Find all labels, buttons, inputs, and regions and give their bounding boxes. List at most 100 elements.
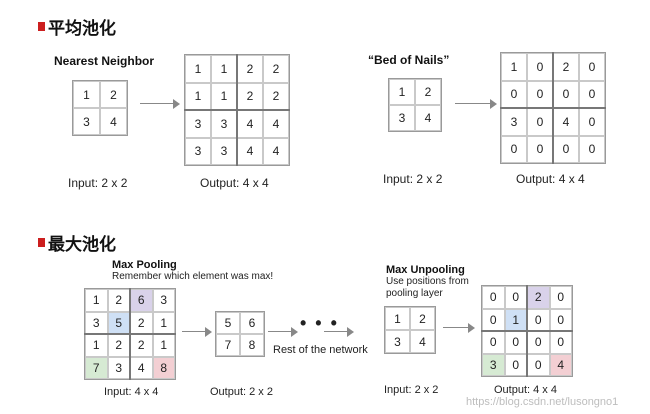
- grid-cell: 1: [73, 81, 100, 108]
- bed-of-nails-title: “Bed of Nails”: [368, 53, 450, 67]
- grid-cell: 0: [553, 135, 579, 163]
- grid-cell: 0: [504, 331, 527, 354]
- grid-cell: 1: [185, 82, 211, 110]
- max-unpooling-input-caption: Input: 2 x 2: [384, 384, 439, 396]
- grid-cell: 2: [100, 81, 127, 108]
- grid-cell: 2: [107, 334, 130, 357]
- max-pooling-title: Max Pooling: [112, 259, 177, 271]
- grid-cell: 3: [185, 110, 211, 138]
- grid-cell: 4: [263, 110, 289, 138]
- grid-cell: 2: [415, 79, 441, 105]
- grid-cell: 2: [527, 286, 550, 309]
- grid-cell: 3: [185, 137, 211, 165]
- grid-cell: 0: [482, 308, 505, 331]
- max-unpooling-subtitle-line2: pooling layer: [386, 288, 443, 299]
- grid-cell: 8: [240, 334, 264, 356]
- grid-cell: 2: [237, 82, 263, 110]
- grid-cell: 4: [263, 137, 289, 165]
- grid-cell: 1: [211, 55, 237, 83]
- grid-cell: 0: [527, 80, 553, 108]
- watermark-text: https://blog.csdn.net/lusongno1: [466, 396, 619, 408]
- grid-cell: 3: [482, 353, 505, 376]
- grid-cell: 0: [579, 53, 605, 81]
- arrow-right-icon: [268, 327, 298, 337]
- max-pooling-output-caption: Output: 2 x 2: [210, 386, 273, 398]
- grid-cell: 2: [263, 55, 289, 83]
- grid-cell: 4: [410, 330, 435, 353]
- grid-cell: 2: [263, 82, 289, 110]
- grid-cell: 4: [237, 137, 263, 165]
- arrow-right-icon: [182, 327, 212, 337]
- grid-cell: 3: [211, 110, 237, 138]
- grid-cell: 6: [240, 312, 264, 334]
- grid-cell: 2: [130, 334, 153, 357]
- grid-cell: 0: [504, 353, 527, 376]
- section-title-text: 平均池化: [48, 19, 116, 39]
- grid-cell: 1: [504, 308, 527, 331]
- ellipsis-icon: • • •: [300, 313, 339, 333]
- grid-cell: 0: [527, 53, 553, 81]
- grid-cell: 4: [549, 353, 572, 376]
- grid-cell: 3: [73, 108, 100, 135]
- grid-cell: 2: [107, 289, 130, 312]
- red-square-marker: [38, 238, 45, 247]
- grid-cell: 0: [549, 308, 572, 331]
- max-unpooling-output-caption: Output: 4 x 4: [494, 384, 557, 396]
- grid-cell: 4: [415, 105, 441, 131]
- nearest-neighbor-title: Nearest Neighbor: [54, 54, 155, 68]
- grid-cell: 1: [185, 55, 211, 83]
- output-divider-horizontal: [184, 109, 290, 111]
- grid-cell: 0: [553, 80, 579, 108]
- grid-cell: 2: [237, 55, 263, 83]
- nearest-neighbor-input-caption: Input: 2 x 2: [68, 176, 128, 190]
- grid-cell: 3: [211, 137, 237, 165]
- input-divider-horizontal: [84, 333, 176, 335]
- grid-cell: 0: [482, 286, 505, 309]
- arrow-right-icon: [443, 323, 475, 333]
- grid-cell: 2: [553, 53, 579, 81]
- grid-cell: 0: [501, 80, 527, 108]
- grid-cell: 5: [107, 311, 130, 334]
- grid-cell: 0: [501, 135, 527, 163]
- grid-cell: 3: [389, 105, 415, 131]
- grid-cell: 0: [549, 286, 572, 309]
- grid-cell: 0: [579, 108, 605, 136]
- grid-cell: 3: [501, 108, 527, 136]
- output-divider-horizontal: [481, 330, 573, 332]
- grid-cell: 6: [130, 289, 153, 312]
- grid-cell: 0: [527, 135, 553, 163]
- max-unpooling-subtitle-line1: Use positions from: [386, 276, 469, 287]
- grid-cell: 3: [385, 330, 410, 353]
- grid-cell: 1: [389, 79, 415, 105]
- grid-cell: 1: [152, 311, 175, 334]
- grid-cell: 5: [216, 312, 240, 334]
- grid-cell: 0: [549, 331, 572, 354]
- grid-cell: 4: [553, 108, 579, 136]
- max-unpooling-title: Max Unpooling: [386, 264, 465, 276]
- grid-cell: 1: [152, 334, 175, 357]
- bed-of-nails-output-caption: Output: 4 x 4: [516, 172, 585, 186]
- grid-cell: 1: [501, 53, 527, 81]
- grid-cell: 2: [130, 311, 153, 334]
- output-divider-horizontal: [500, 107, 606, 109]
- grid-cell: 1: [85, 289, 108, 312]
- grid-cell: 0: [579, 80, 605, 108]
- section-title-average-pooling: 平均池化: [38, 14, 116, 39]
- grid-cell: 0: [482, 331, 505, 354]
- arrow-right-icon: [140, 99, 180, 109]
- grid-cell: 4: [130, 356, 153, 379]
- grid-cell: 0: [527, 331, 550, 354]
- section-title-text: 最大池化: [48, 235, 116, 255]
- rest-of-network-label: Rest of the network: [273, 344, 368, 356]
- grid-cell: 7: [216, 334, 240, 356]
- max-pooling-input-caption: Input: 4 x 4: [104, 386, 159, 398]
- red-square-marker: [38, 22, 45, 31]
- bed-of-nails-input-caption: Input: 2 x 2: [383, 172, 443, 186]
- grid-cell: 0: [579, 135, 605, 163]
- grid-cell: 0: [527, 308, 550, 331]
- grid-cell: 0: [527, 353, 550, 376]
